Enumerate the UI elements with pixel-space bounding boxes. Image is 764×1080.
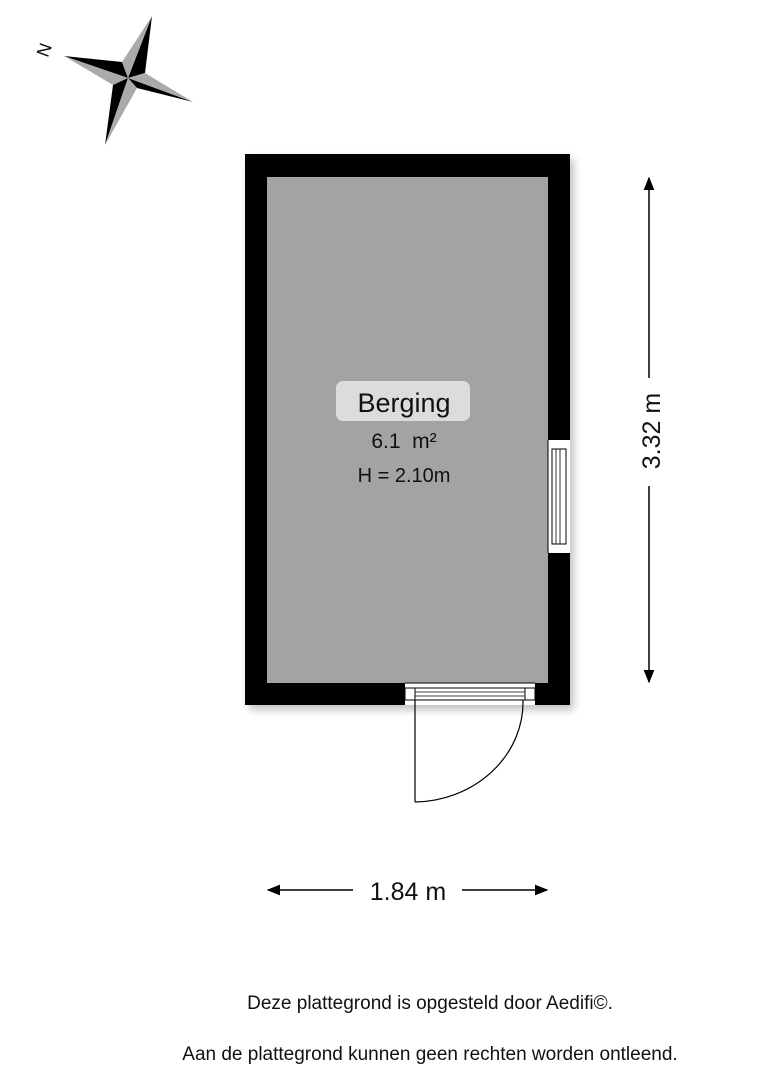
width-dimension: 1.84 m bbox=[266, 878, 549, 906]
floor bbox=[267, 177, 548, 683]
room-name: Berging bbox=[357, 388, 450, 418]
room-height: H = 2.10m bbox=[358, 465, 451, 487]
window bbox=[547, 440, 570, 553]
footer-credit: Deze plattegrond is opgesteld door Aedif… bbox=[247, 993, 613, 1014]
room-area: 6.1 m² bbox=[371, 430, 436, 453]
height-dimension-label: 3.32 m bbox=[638, 393, 666, 469]
height-dimension: 3.32 m bbox=[638, 176, 666, 684]
room-label-background bbox=[336, 381, 470, 421]
compass-rose-icon: N bbox=[33, 16, 193, 145]
footer-disclaimer: Aan de plattegrond kunnen geen rechten w… bbox=[182, 1044, 677, 1065]
door bbox=[404, 682, 536, 803]
room-berging: Berging 6.1 m² H = 2.10m bbox=[245, 154, 574, 803]
width-dimension-label: 1.84 m bbox=[370, 878, 446, 906]
north-label: N bbox=[33, 40, 56, 59]
